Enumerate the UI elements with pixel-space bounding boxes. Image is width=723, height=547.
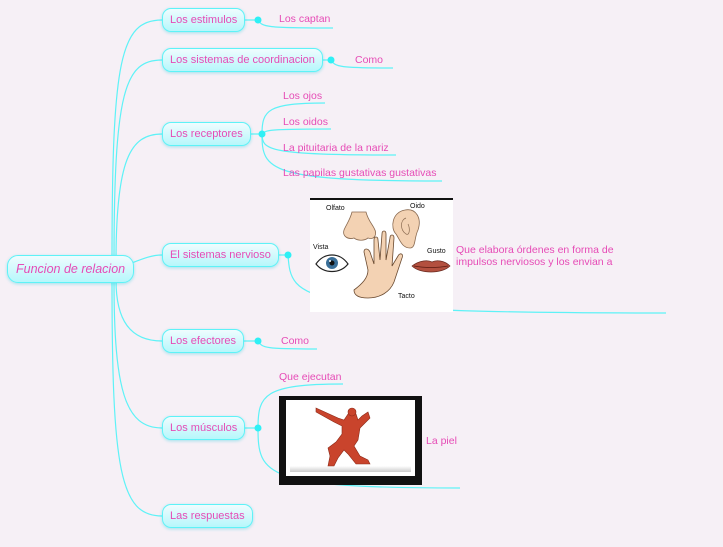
branch-sistemas-coordinacion[interactable]: Los sistemas de coordinacion xyxy=(162,48,323,72)
leaf-los-ojos[interactable]: Los ojos xyxy=(283,90,323,102)
junction-dot xyxy=(258,130,266,138)
leaf-los-captan[interactable]: Los captan xyxy=(279,13,331,25)
label-olfato: Olfato xyxy=(326,205,345,212)
muscle-figure-icon xyxy=(290,407,411,472)
junction-dot xyxy=(254,337,262,345)
branch-respuestas[interactable]: Las respuestas xyxy=(162,504,253,528)
leaf-como-coordinacion[interactable]: Como xyxy=(355,54,384,66)
link-root-receptores xyxy=(115,133,163,263)
junction-dot xyxy=(254,16,262,24)
nose-icon xyxy=(343,211,376,241)
branch-receptores[interactable]: Los receptores xyxy=(162,122,251,146)
muscle-image xyxy=(279,396,422,485)
label-vista: Vista xyxy=(313,244,329,251)
link-root-efectores xyxy=(115,279,163,342)
leaf-papilas[interactable]: Las papilas gustativas gustativas xyxy=(283,167,437,179)
eye-icon xyxy=(315,254,349,273)
label-oido: Oido xyxy=(410,203,425,210)
leaf-pituitaria[interactable]: La pituitaria de la nariz xyxy=(283,142,389,154)
junction-dot xyxy=(327,56,335,64)
label-gusto: Gusto xyxy=(427,248,446,255)
ear-icon xyxy=(392,209,420,249)
link-root-musculos xyxy=(113,279,163,429)
hand-icon xyxy=(353,230,403,299)
root-node[interactable]: Funcion de relacion xyxy=(7,255,135,283)
leaf-que-ejecutan[interactable]: Que ejecutan xyxy=(279,371,342,383)
branch-musculos[interactable]: Los músculos xyxy=(162,416,246,440)
lips-icon xyxy=(411,260,451,273)
leaf-los-oidos[interactable]: Los oidos xyxy=(283,116,328,128)
junction-dot xyxy=(284,251,292,259)
note-la-piel[interactable]: La piel xyxy=(426,435,457,447)
leaf-como-efectores[interactable]: Como xyxy=(281,335,310,347)
branch-estimulos[interactable]: Los estimulos xyxy=(162,8,246,32)
link-root-estimulos xyxy=(111,19,163,263)
label-tacto: Tacto xyxy=(398,293,415,300)
note-nervioso[interactable]: Que elabora órdenes en forma de impulsos… xyxy=(456,244,614,268)
branch-sistema-nervioso[interactable]: El sistemas nervioso xyxy=(162,243,279,267)
junction-dot xyxy=(254,424,262,432)
link-root-respuestas xyxy=(111,279,163,517)
senses-illustration xyxy=(315,209,451,299)
link-root-sistemas xyxy=(113,59,163,263)
branch-efectores[interactable]: Los efectores xyxy=(162,329,245,353)
senses-image: Olfato Oido Vista Gusto Tacto xyxy=(310,198,453,312)
